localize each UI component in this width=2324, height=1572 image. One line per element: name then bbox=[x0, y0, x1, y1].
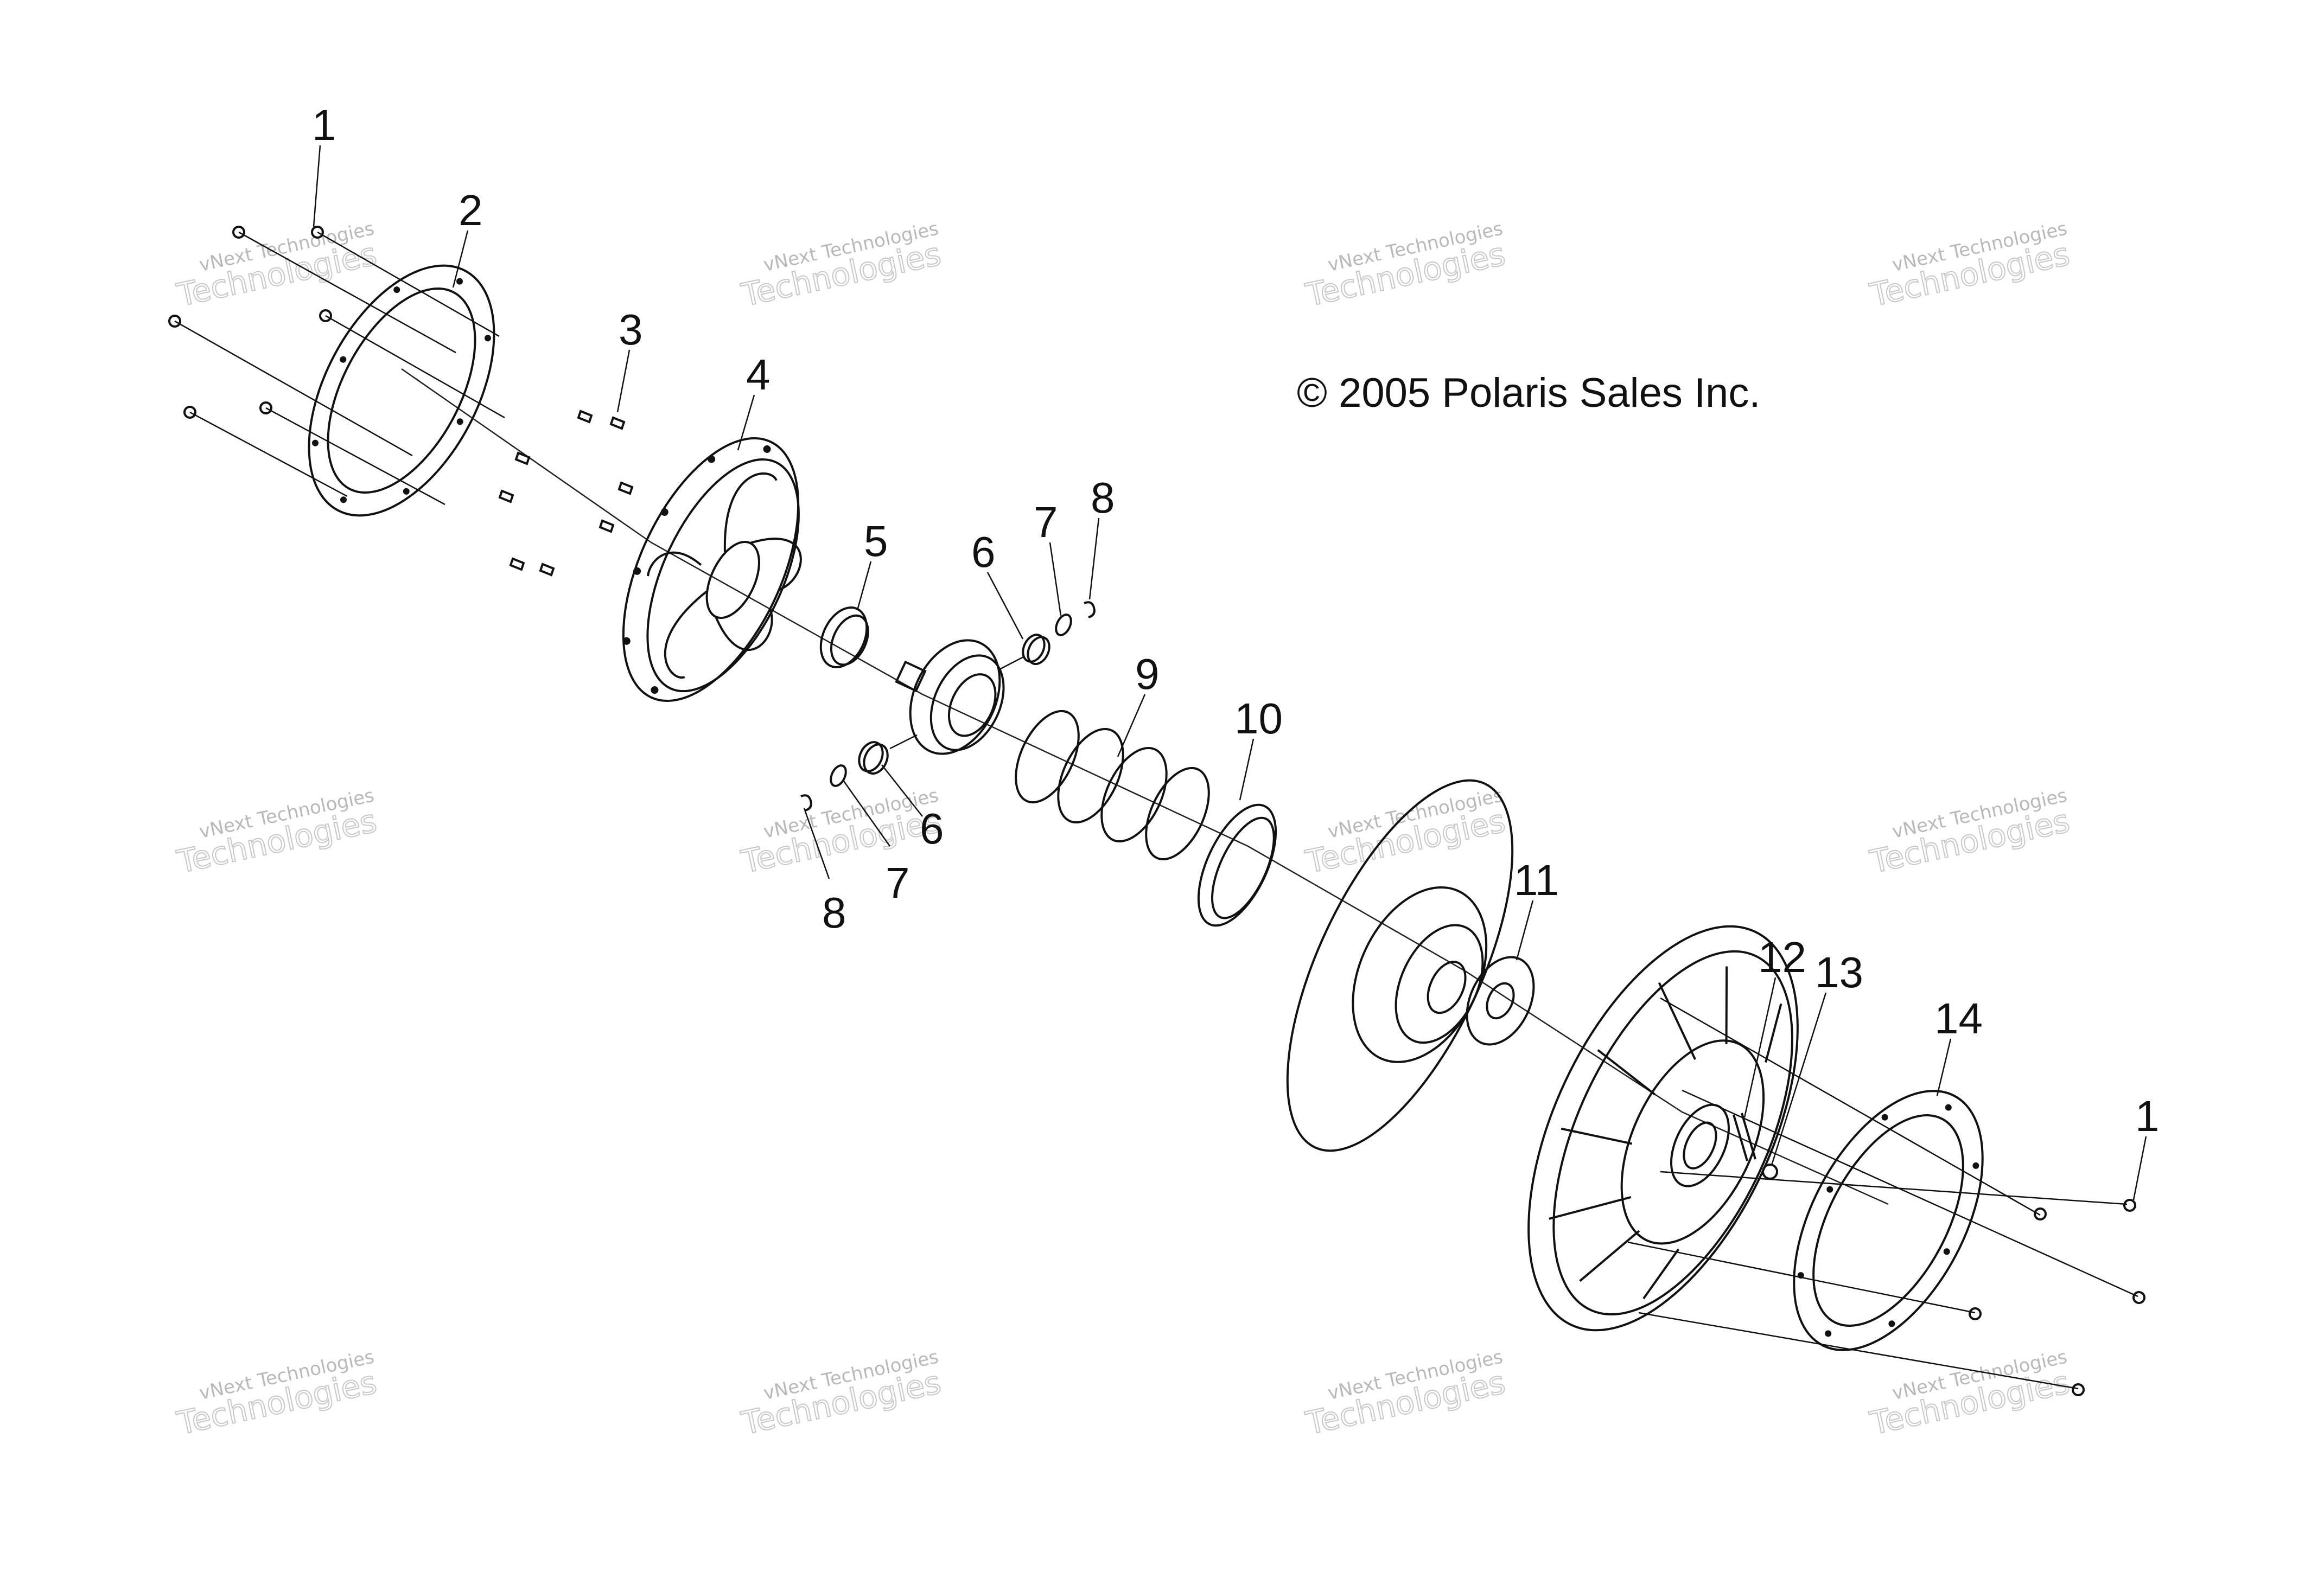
callout-14: 14 bbox=[1934, 994, 1983, 1043]
watermarks: vNext Technologies Technologies vNext Te… bbox=[173, 218, 2073, 1442]
part-11-washer bbox=[1466, 956, 1535, 1046]
part-7-washer-lower bbox=[830, 764, 847, 787]
part-10-seal bbox=[1197, 803, 1277, 927]
part-6-roller-lower bbox=[858, 741, 889, 775]
part-1-bolts-left bbox=[168, 226, 505, 506]
watermark: vNext Technologies Technologies bbox=[1866, 784, 2073, 881]
callout-6-lower: 6 bbox=[920, 804, 944, 853]
watermark: vNext Technologies Technologies bbox=[737, 784, 945, 881]
part-1-bolts-right bbox=[1627, 997, 2145, 1396]
watermark: vNext Technologies Technologies bbox=[1302, 784, 1509, 881]
callout-1-right: 1 bbox=[2135, 1092, 2160, 1140]
watermark: vNext Technologies Technologies bbox=[737, 1346, 945, 1442]
callout-3: 3 bbox=[619, 305, 643, 354]
moveable-sheave bbox=[1286, 779, 1514, 1152]
callout-7-lower: 7 bbox=[886, 859, 910, 907]
part-7-washer-upper bbox=[1055, 614, 1072, 636]
watermark: vNext Technologies Technologies bbox=[737, 218, 945, 314]
callout-12: 12 bbox=[1758, 933, 1806, 981]
copyright-notice: © 2005 Polaris Sales Inc. bbox=[1297, 370, 1760, 416]
part-8-clip-upper bbox=[1084, 601, 1096, 618]
part-12-pin bbox=[1733, 1113, 1756, 1161]
fixed-sheave bbox=[1527, 925, 1799, 1332]
spider-hub bbox=[895, 639, 1005, 755]
callout-5: 5 bbox=[864, 517, 888, 565]
callout-2: 2 bbox=[459, 186, 483, 234]
callout-10: 10 bbox=[1234, 694, 1283, 743]
part-13-nut bbox=[1762, 1164, 1778, 1180]
part-3-screws bbox=[498, 410, 634, 577]
part-8-clip-lower bbox=[800, 794, 812, 811]
watermark: vNext Technologies Technologies bbox=[173, 1346, 380, 1442]
part-9-spring bbox=[1015, 710, 1210, 861]
part-14-gasket-right bbox=[1793, 1090, 1984, 1351]
assembly-axis bbox=[401, 368, 1889, 1205]
part-2-gasket-left bbox=[308, 264, 495, 517]
callout-9: 9 bbox=[1135, 650, 1160, 698]
callout-7-upper: 7 bbox=[1034, 498, 1058, 546]
leader-lines bbox=[313, 145, 2147, 1200]
callout-6-upper: 6 bbox=[971, 528, 996, 576]
watermark: vNext Technologies Technologies bbox=[1866, 218, 2073, 314]
callout-11: 11 bbox=[1514, 856, 1559, 904]
callouts: 1 2 3 4 5 6 7 8 9 10 6 7 8 11 12 13 14 1 bbox=[312, 101, 2160, 1140]
part-6-roller-upper bbox=[1022, 634, 1050, 665]
watermark: vNext Technologies Technologies bbox=[1866, 1346, 2073, 1442]
watermark: vNext Technologies Technologies bbox=[173, 784, 380, 881]
callout-4: 4 bbox=[746, 350, 771, 399]
part-4-cover-housing bbox=[622, 437, 802, 702]
callout-1-top-left: 1 bbox=[312, 101, 336, 149]
watermark: vNext Technologies Technologies bbox=[173, 218, 380, 314]
callout-13: 13 bbox=[1815, 948, 1863, 996]
callout-8-upper: 8 bbox=[1091, 474, 1115, 522]
watermark: vNext Technologies Technologies bbox=[1302, 1346, 1509, 1442]
watermark: vNext Technologies Technologies bbox=[1302, 218, 1509, 314]
callout-8-lower: 8 bbox=[822, 889, 846, 937]
